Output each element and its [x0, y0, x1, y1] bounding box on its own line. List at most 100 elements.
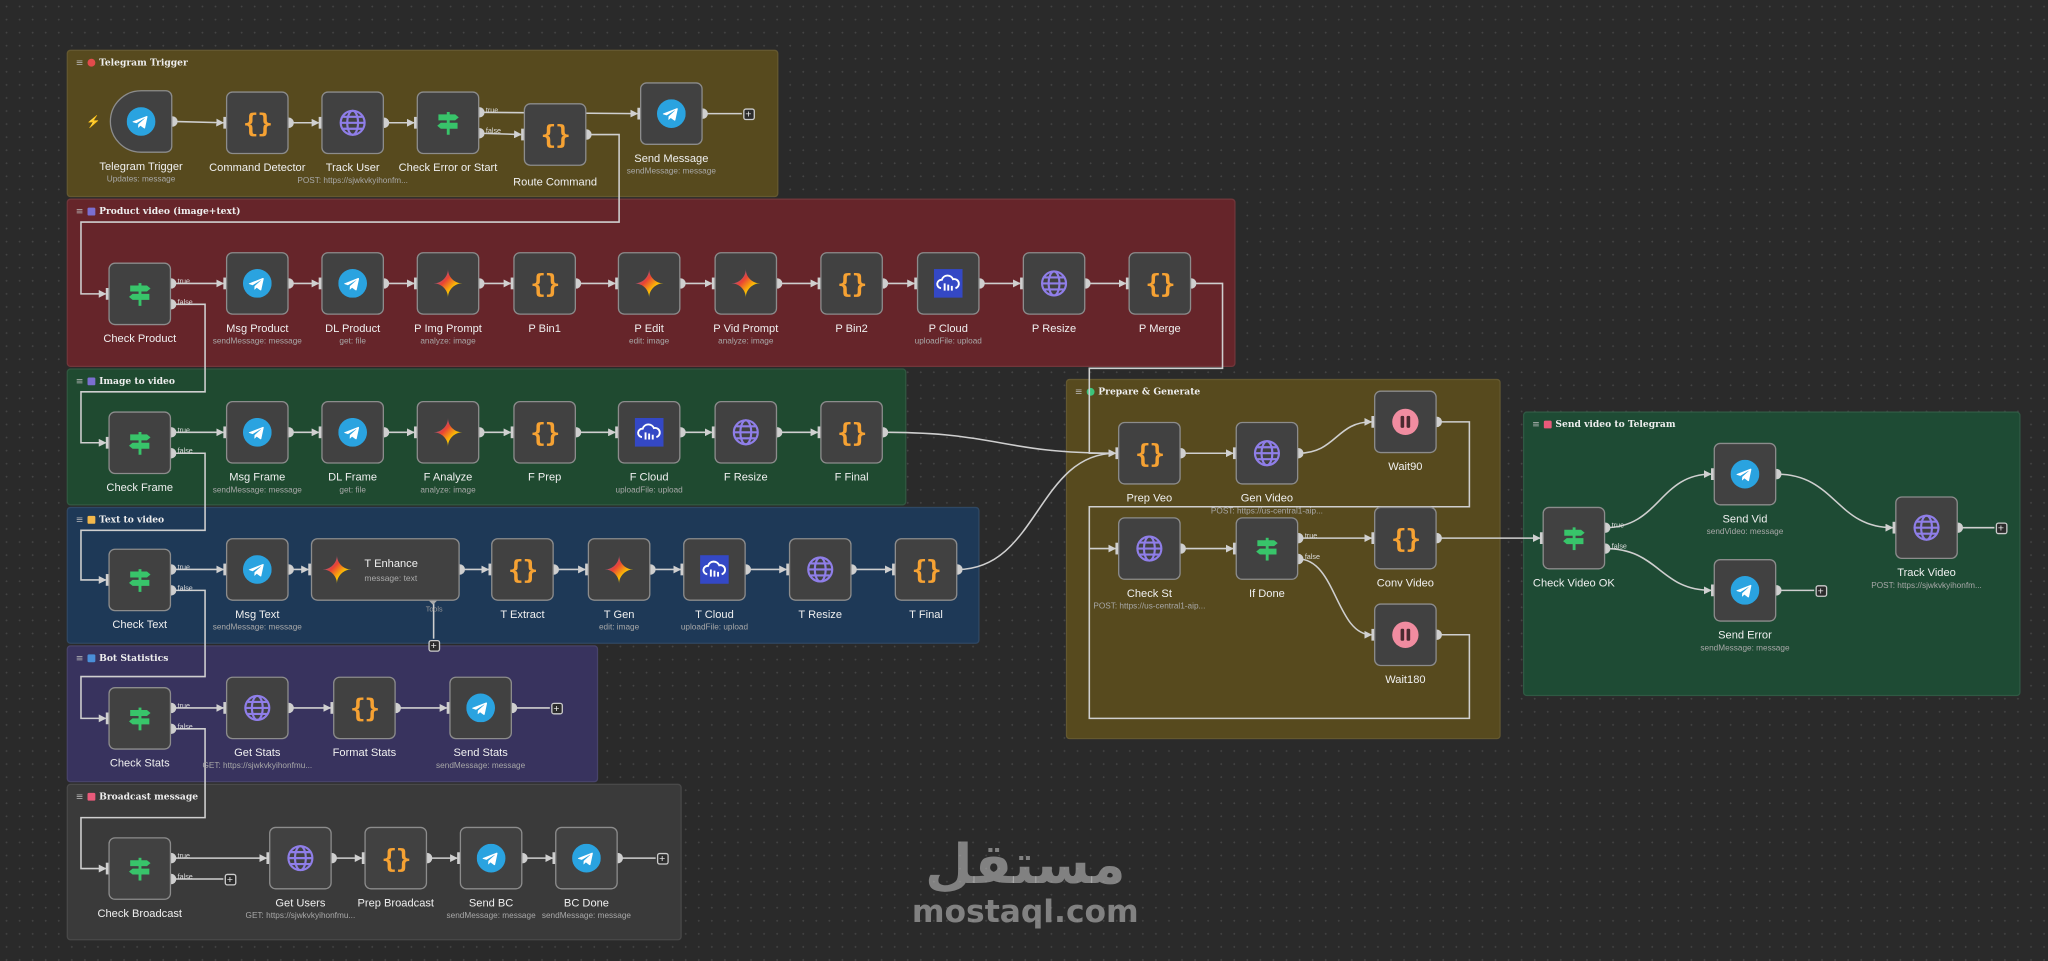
input-port[interactable]: [223, 277, 228, 290]
input-port[interactable]: [637, 107, 642, 120]
add-node-button[interactable]: +: [1814, 584, 1827, 597]
node-telegram-trigger[interactable]: [109, 90, 173, 153]
node-send-message[interactable]: [639, 82, 703, 145]
node-wait90[interactable]: [1374, 390, 1437, 454]
connection[interactable]: [1088, 421, 1471, 553]
node-t-resize[interactable]: [788, 538, 852, 601]
input-port[interactable]: [266, 852, 271, 864]
node-if-done[interactable]: [1235, 517, 1299, 580]
drag-handle-icon[interactable]: ≡: [75, 205, 84, 217]
add-node-button[interactable]: +: [742, 107, 755, 120]
node-f-resize[interactable]: [714, 400, 778, 464]
input-port[interactable]: [105, 574, 110, 586]
input-port[interactable]: [223, 116, 228, 129]
node-f-final[interactable]: {}: [820, 400, 883, 464]
node-get-users[interactable]: [269, 826, 332, 890]
add-node-button[interactable]: +: [656, 852, 669, 864]
input-port[interactable]: [585, 563, 590, 576]
input-port[interactable]: [711, 277, 716, 290]
node-p-vid-prompt[interactable]: [714, 252, 778, 315]
node-conv-video[interactable]: {}: [1374, 506, 1437, 570]
node-f-prep[interactable]: {}: [513, 400, 576, 464]
input-port[interactable]: [892, 563, 896, 576]
input-port[interactable]: [510, 277, 515, 290]
node-bc-done[interactable]: [555, 826, 618, 890]
node-p-cloud[interactable]: [916, 252, 980, 315]
input-port[interactable]: [1125, 277, 1130, 290]
input-port[interactable]: [1371, 415, 1376, 428]
drag-handle-icon[interactable]: ≡: [75, 56, 84, 68]
node-check-broadcast[interactable]: [108, 837, 172, 900]
connection[interactable]: [882, 431, 1117, 458]
input-port[interactable]: [680, 563, 685, 576]
drag-handle-icon[interactable]: ≡: [75, 790, 84, 802]
node-dl-product[interactable]: [321, 252, 384, 315]
input-port[interactable]: [414, 426, 418, 439]
node-prep-veo[interactable]: {}: [1118, 421, 1181, 485]
connection[interactable]: [80, 133, 620, 298]
node-f-analyze[interactable]: [416, 400, 480, 464]
input-port[interactable]: [223, 563, 228, 576]
node-send-error[interactable]: [1713, 559, 1777, 622]
add-node-button[interactable]: +: [1995, 521, 2007, 534]
node-send-vid[interactable]: [1713, 442, 1777, 506]
add-tool-button[interactable]: +: [427, 639, 440, 652]
drag-handle-icon[interactable]: ≡: [75, 513, 84, 525]
connection[interactable]: [1298, 558, 1373, 639]
add-node-button[interactable]: +: [550, 702, 563, 714]
node-msg-frame[interactable]: [225, 400, 289, 464]
connection[interactable]: [1776, 473, 1894, 532]
input-port[interactable]: [488, 563, 493, 576]
input-port[interactable]: [1371, 532, 1376, 544]
input-port[interactable]: [223, 426, 228, 439]
node-msg-product[interactable]: [225, 252, 289, 315]
node-track-video[interactable]: [1895, 496, 1958, 560]
node-p-merge[interactable]: {}: [1128, 252, 1192, 315]
input-port[interactable]: [817, 277, 822, 290]
input-port[interactable]: [1711, 468, 1715, 480]
input-port[interactable]: [105, 287, 110, 300]
connection[interactable]: [172, 118, 225, 127]
input-port[interactable]: [1232, 447, 1237, 460]
node-prep-broadcast[interactable]: {}: [364, 826, 428, 890]
input-port[interactable]: [361, 852, 366, 864]
input-port[interactable]: [1539, 532, 1544, 544]
input-port[interactable]: [223, 702, 228, 714]
node-t-gen[interactable]: [587, 538, 651, 601]
input-port[interactable]: [105, 436, 110, 449]
node-dl-frame[interactable]: [321, 400, 384, 464]
input-port[interactable]: [308, 563, 313, 576]
drag-handle-icon[interactable]: ≡: [75, 375, 84, 386]
node-t-final[interactable]: {}: [894, 538, 958, 601]
node-p-img-prompt[interactable]: [416, 252, 480, 315]
node-t-extract[interactable]: {}: [491, 538, 554, 601]
node-p-bin2[interactable]: {}: [820, 252, 883, 315]
input-port[interactable]: [1711, 584, 1715, 597]
input-port[interactable]: [414, 116, 418, 129]
node-get-stats[interactable]: [225, 676, 289, 740]
connection[interactable]: [1605, 470, 1712, 529]
node-send-stats[interactable]: [449, 676, 512, 740]
node-f-cloud[interactable]: [617, 400, 681, 464]
node-command-detector[interactable]: {}: [225, 91, 289, 155]
node-p-bin1[interactable]: {}: [513, 252, 576, 315]
drag-handle-icon[interactable]: ≡: [1532, 418, 1540, 430]
input-port[interactable]: [1020, 277, 1024, 290]
node-p-resize[interactable]: [1022, 252, 1086, 315]
node-track-user[interactable]: [321, 91, 384, 155]
input-port[interactable]: [1892, 521, 1897, 534]
node-wait180[interactable]: [1374, 603, 1437, 667]
node-format-stats[interactable]: {}: [333, 676, 396, 740]
node-check-stats[interactable]: [108, 687, 172, 750]
drag-handle-icon[interactable]: ≡: [75, 652, 84, 663]
connection[interactable]: [1298, 417, 1373, 455]
input-port[interactable]: [711, 426, 716, 439]
connection[interactable]: [80, 303, 206, 447]
node-check-frame[interactable]: [108, 411, 172, 475]
input-port[interactable]: [1115, 542, 1120, 555]
input-port[interactable]: [914, 277, 919, 290]
node-check-product[interactable]: [108, 262, 172, 326]
input-port[interactable]: [1115, 447, 1120, 460]
